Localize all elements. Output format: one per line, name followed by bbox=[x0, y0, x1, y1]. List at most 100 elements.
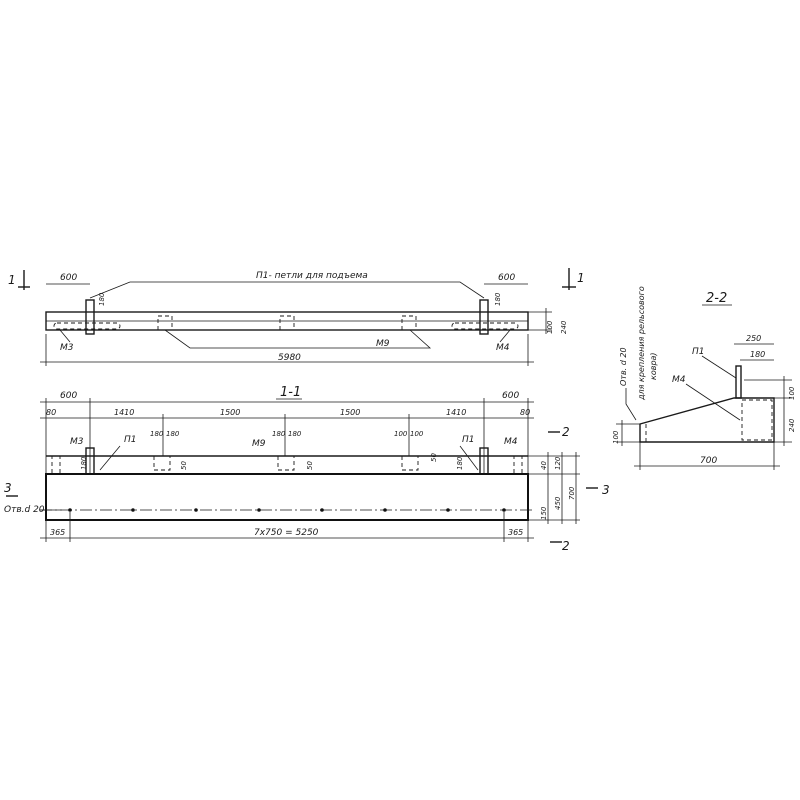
loop-note-leader bbox=[89, 281, 485, 299]
small-50-c: 50 bbox=[430, 453, 438, 462]
dim-top-600-left: 600 bbox=[60, 391, 77, 401]
hole-4 bbox=[257, 508, 261, 512]
dim-100-top: 100 bbox=[788, 386, 796, 400]
bdim-5250: 7x750 = 5250 bbox=[254, 528, 319, 538]
hole-5 bbox=[320, 508, 324, 512]
section-1-1-title: 1-1 bbox=[280, 385, 301, 400]
small-50-b: 50 bbox=[306, 461, 314, 470]
hole-8 bbox=[502, 508, 506, 512]
dim-180: 180 bbox=[750, 350, 765, 359]
plan-slot-left bbox=[53, 322, 121, 330]
leader-m3 bbox=[59, 329, 71, 343]
hole-row bbox=[68, 508, 506, 512]
side-note-leader bbox=[625, 388, 637, 421]
dim-80-right: 80 bbox=[520, 408, 530, 417]
plan-loop-left bbox=[85, 299, 95, 335]
pair-right-a: 100 bbox=[394, 430, 408, 438]
plan-label-m3: М3 bbox=[60, 343, 74, 353]
embed-22 bbox=[741, 399, 773, 441]
bdim-365-right: 365 bbox=[508, 528, 523, 537]
leader-p1 bbox=[701, 355, 737, 379]
dim-100-left: 100 bbox=[612, 430, 620, 444]
dim-600-left: 600 bbox=[60, 273, 77, 283]
pair-mid-a: 180 bbox=[272, 430, 286, 438]
dim-1410-right: 1410 bbox=[446, 408, 466, 417]
leader-p1-left bbox=[99, 445, 121, 471]
hole-note: Отв.d 20 bbox=[4, 505, 45, 515]
plan-slot-right bbox=[451, 322, 519, 330]
label-p1-right: П1 bbox=[462, 435, 475, 445]
plan-loop-h-left: 180 bbox=[98, 292, 106, 306]
rdim-700: 700 bbox=[568, 486, 576, 500]
pocket-m3 bbox=[51, 455, 61, 475]
leader-m9 bbox=[164, 329, 432, 349]
dim-240: 240 bbox=[788, 418, 796, 432]
plan-loop-h-right: 180 bbox=[494, 292, 502, 306]
plan-embed-3 bbox=[401, 315, 417, 331]
leader-m4-22 bbox=[685, 383, 741, 421]
side-note-2: для крепления рельсового bbox=[637, 286, 646, 401]
side-note-3: ковра) bbox=[649, 352, 658, 380]
hole-7 bbox=[446, 508, 450, 512]
plan-embed-2 bbox=[279, 315, 295, 331]
small-50-a: 50 bbox=[180, 461, 188, 470]
pocket-1 bbox=[153, 455, 171, 471]
plan-loop-right bbox=[479, 299, 489, 335]
plan-view: 1 1 600 600 П1- петли для подъема 180 18… bbox=[8, 268, 585, 366]
h-180-right: 180 bbox=[456, 456, 464, 470]
pair-left-a: 180 bbox=[150, 430, 164, 438]
pocket-m4 bbox=[513, 455, 523, 475]
h-180-left: 180 bbox=[80, 456, 88, 470]
dim-80-left: 80 bbox=[46, 408, 56, 417]
dim-1500-a: 1500 bbox=[220, 408, 240, 417]
pair-right-b: 100 bbox=[410, 430, 424, 438]
cut-mark-3-left: 3 bbox=[4, 481, 12, 495]
rdim-450: 450 bbox=[554, 496, 562, 510]
hole-2 bbox=[131, 508, 135, 512]
cut-mark-1-left: 1 bbox=[8, 273, 16, 287]
rdim-120: 120 bbox=[554, 456, 562, 470]
leader-m4 bbox=[499, 329, 511, 343]
dim-1500-b: 1500 bbox=[340, 408, 360, 417]
rdim-150: 150 bbox=[540, 506, 548, 520]
hole-1 bbox=[68, 508, 72, 512]
pocket-3 bbox=[401, 455, 419, 471]
plan-label-m4: М4 bbox=[496, 343, 510, 353]
label-p1: П1 bbox=[692, 347, 705, 357]
loop-22 bbox=[735, 365, 742, 399]
side-note-1: Отв. d 20 bbox=[619, 347, 628, 386]
rdim-40: 40 bbox=[540, 461, 548, 470]
label-m4: М4 bbox=[672, 375, 686, 385]
dim-250: 250 bbox=[746, 334, 761, 343]
plan-overall-length: 5980 bbox=[278, 353, 301, 363]
beam-body bbox=[45, 473, 529, 521]
label-m4: М4 bbox=[504, 437, 518, 447]
section-2-2: 2-2 Отв. d 20 для крепления рельсового к… bbox=[612, 286, 796, 470]
plan-edge-dim-b: 240 bbox=[560, 320, 568, 334]
leader-p1-right bbox=[459, 445, 479, 471]
plan-edge-dim-a: 100 bbox=[546, 320, 554, 334]
lifting-loop-note: П1- петли для подъема bbox=[256, 271, 368, 281]
plan-embed-1 bbox=[157, 315, 173, 331]
pair-mid-b: 180 bbox=[288, 430, 302, 438]
pair-left-b: 180 bbox=[166, 430, 180, 438]
dim-1410-left: 1410 bbox=[114, 408, 134, 417]
cut-mark-3-right: 3 bbox=[602, 483, 610, 497]
cut-mark-2-top: 2 bbox=[562, 425, 570, 439]
bdim-365-left: 365 bbox=[50, 528, 65, 537]
dim-600-right: 600 bbox=[498, 273, 515, 283]
cut-mark-2-bottom: 2 bbox=[562, 539, 570, 553]
label-m9: М9 bbox=[252, 439, 266, 449]
section-2-2-title: 2-2 bbox=[706, 291, 727, 306]
dim-700: 700 bbox=[700, 456, 717, 466]
cut-mark-1-right: 1 bbox=[577, 271, 585, 285]
label-p1-left: П1 bbox=[124, 435, 137, 445]
section-1-1: 1-1 600 600 80 1410 1500 1500 1410 80 18… bbox=[4, 385, 610, 553]
label-m3: М3 bbox=[70, 437, 84, 447]
cross-section-body bbox=[639, 397, 775, 443]
hole-6 bbox=[383, 508, 387, 512]
plan-label-m9: М9 bbox=[376, 339, 390, 349]
dim-top-600-right: 600 bbox=[502, 391, 519, 401]
